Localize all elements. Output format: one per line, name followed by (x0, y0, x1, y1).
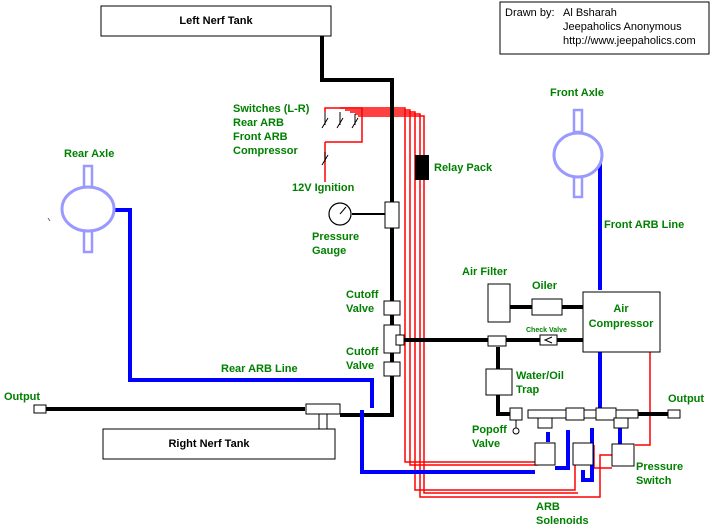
pressure-switch (611, 443, 635, 467)
water-oil-trap-label-1: Water/Oil (516, 370, 564, 382)
output-right-fitting (667, 409, 681, 419)
water-oil-trap-label-2: Trap (516, 384, 540, 396)
right-nerf-tank: Right Nerf Tank (102, 428, 336, 460)
air-compressor-label-2: Compressor (589, 318, 655, 330)
popoff-valve-label-2: Valve (472, 438, 500, 450)
pressure-gauge (328, 201, 400, 229)
popoff-valve-label-1: Popoff (472, 424, 507, 436)
water-oil-trap (485, 368, 513, 396)
cutoff-valve-upper[interactable] (383, 300, 401, 316)
arb-solenoids-label-1: ARB (536, 501, 560, 513)
cutoff-valve-upper-label-1: Cutoff (346, 289, 379, 301)
oiler (531, 298, 563, 316)
switch-compressor-label: Compressor (233, 145, 299, 157)
drawn-by-label: Drawn by: (505, 7, 555, 19)
front-arb-line-label: Front ARB Line (604, 219, 684, 231)
arb-solenoids-label-2: Solenoids (536, 515, 589, 527)
air-filter-label: Air Filter (462, 266, 508, 278)
credit-box: Drawn by: Al Bsharah Jeepaholics Anonymo… (499, 1, 710, 55)
tee-fitting (487, 335, 507, 347)
website-url[interactable]: http://www.jeepaholics.com (563, 35, 696, 47)
arb-solenoid-front (572, 442, 594, 466)
left-nerf-tank: Left Nerf Tank (100, 5, 332, 37)
pressure-switch-label-2: Switch (636, 475, 672, 487)
cross-fitting-arm (395, 334, 405, 346)
relay-pack (415, 155, 429, 180)
pressure-gauge-label-1: Pressure (312, 231, 359, 243)
switch-rear-arb-label: Rear ARB (233, 117, 284, 129)
air-filter (487, 283, 511, 323)
relay-pack-label: Relay Pack (434, 162, 493, 174)
check-valve (539, 334, 558, 346)
switch-front-arb-label: Front ARB (233, 131, 288, 143)
cutoff-valve-lower[interactable] (383, 361, 401, 377)
output-left-fitting (33, 404, 47, 414)
right-nerf-tank-label: Right Nerf Tank (168, 438, 250, 450)
switches[interactable] (321, 112, 359, 166)
cutoff-valve-lower-label-1: Cutoff (346, 346, 379, 358)
output-right-label: Output (668, 393, 704, 405)
check-valve-label: Check Valve (526, 327, 567, 334)
right-tank-tee (305, 403, 341, 415)
switches-title: Switches (L-R) (233, 103, 310, 115)
manifold (509, 407, 639, 435)
cutoff-valve-upper-label-2: Valve (346, 303, 374, 315)
rear-axle-label: Rear Axle (64, 148, 114, 160)
front-axle (552, 108, 604, 199)
right-tank-tee-stem (318, 413, 328, 430)
air-compressor-label-1: Air (613, 303, 629, 315)
arb-solenoid-rear (534, 442, 556, 466)
front-axle-label: Front Axle (550, 87, 604, 99)
rear-axle (47, 164, 116, 254)
pressure-switch-label-1: Pressure (636, 461, 683, 473)
oiler-label: Oiler (532, 280, 558, 292)
left-nerf-tank-label: Left Nerf Tank (179, 15, 253, 27)
author-name: Al Bsharah (563, 7, 617, 19)
ignition-label: 12V Ignition (292, 182, 355, 194)
cutoff-valve-lower-label-2: Valve (346, 360, 374, 372)
rear-arb-line-label: Rear ARB Line (221, 363, 298, 375)
pressure-gauge-label-2: Gauge (312, 245, 346, 257)
air-compressor (582, 291, 661, 353)
output-left-label: Output (4, 391, 40, 403)
air-lines (45, 36, 668, 417)
organization-name: Jeepaholics Anonymous (563, 21, 682, 33)
